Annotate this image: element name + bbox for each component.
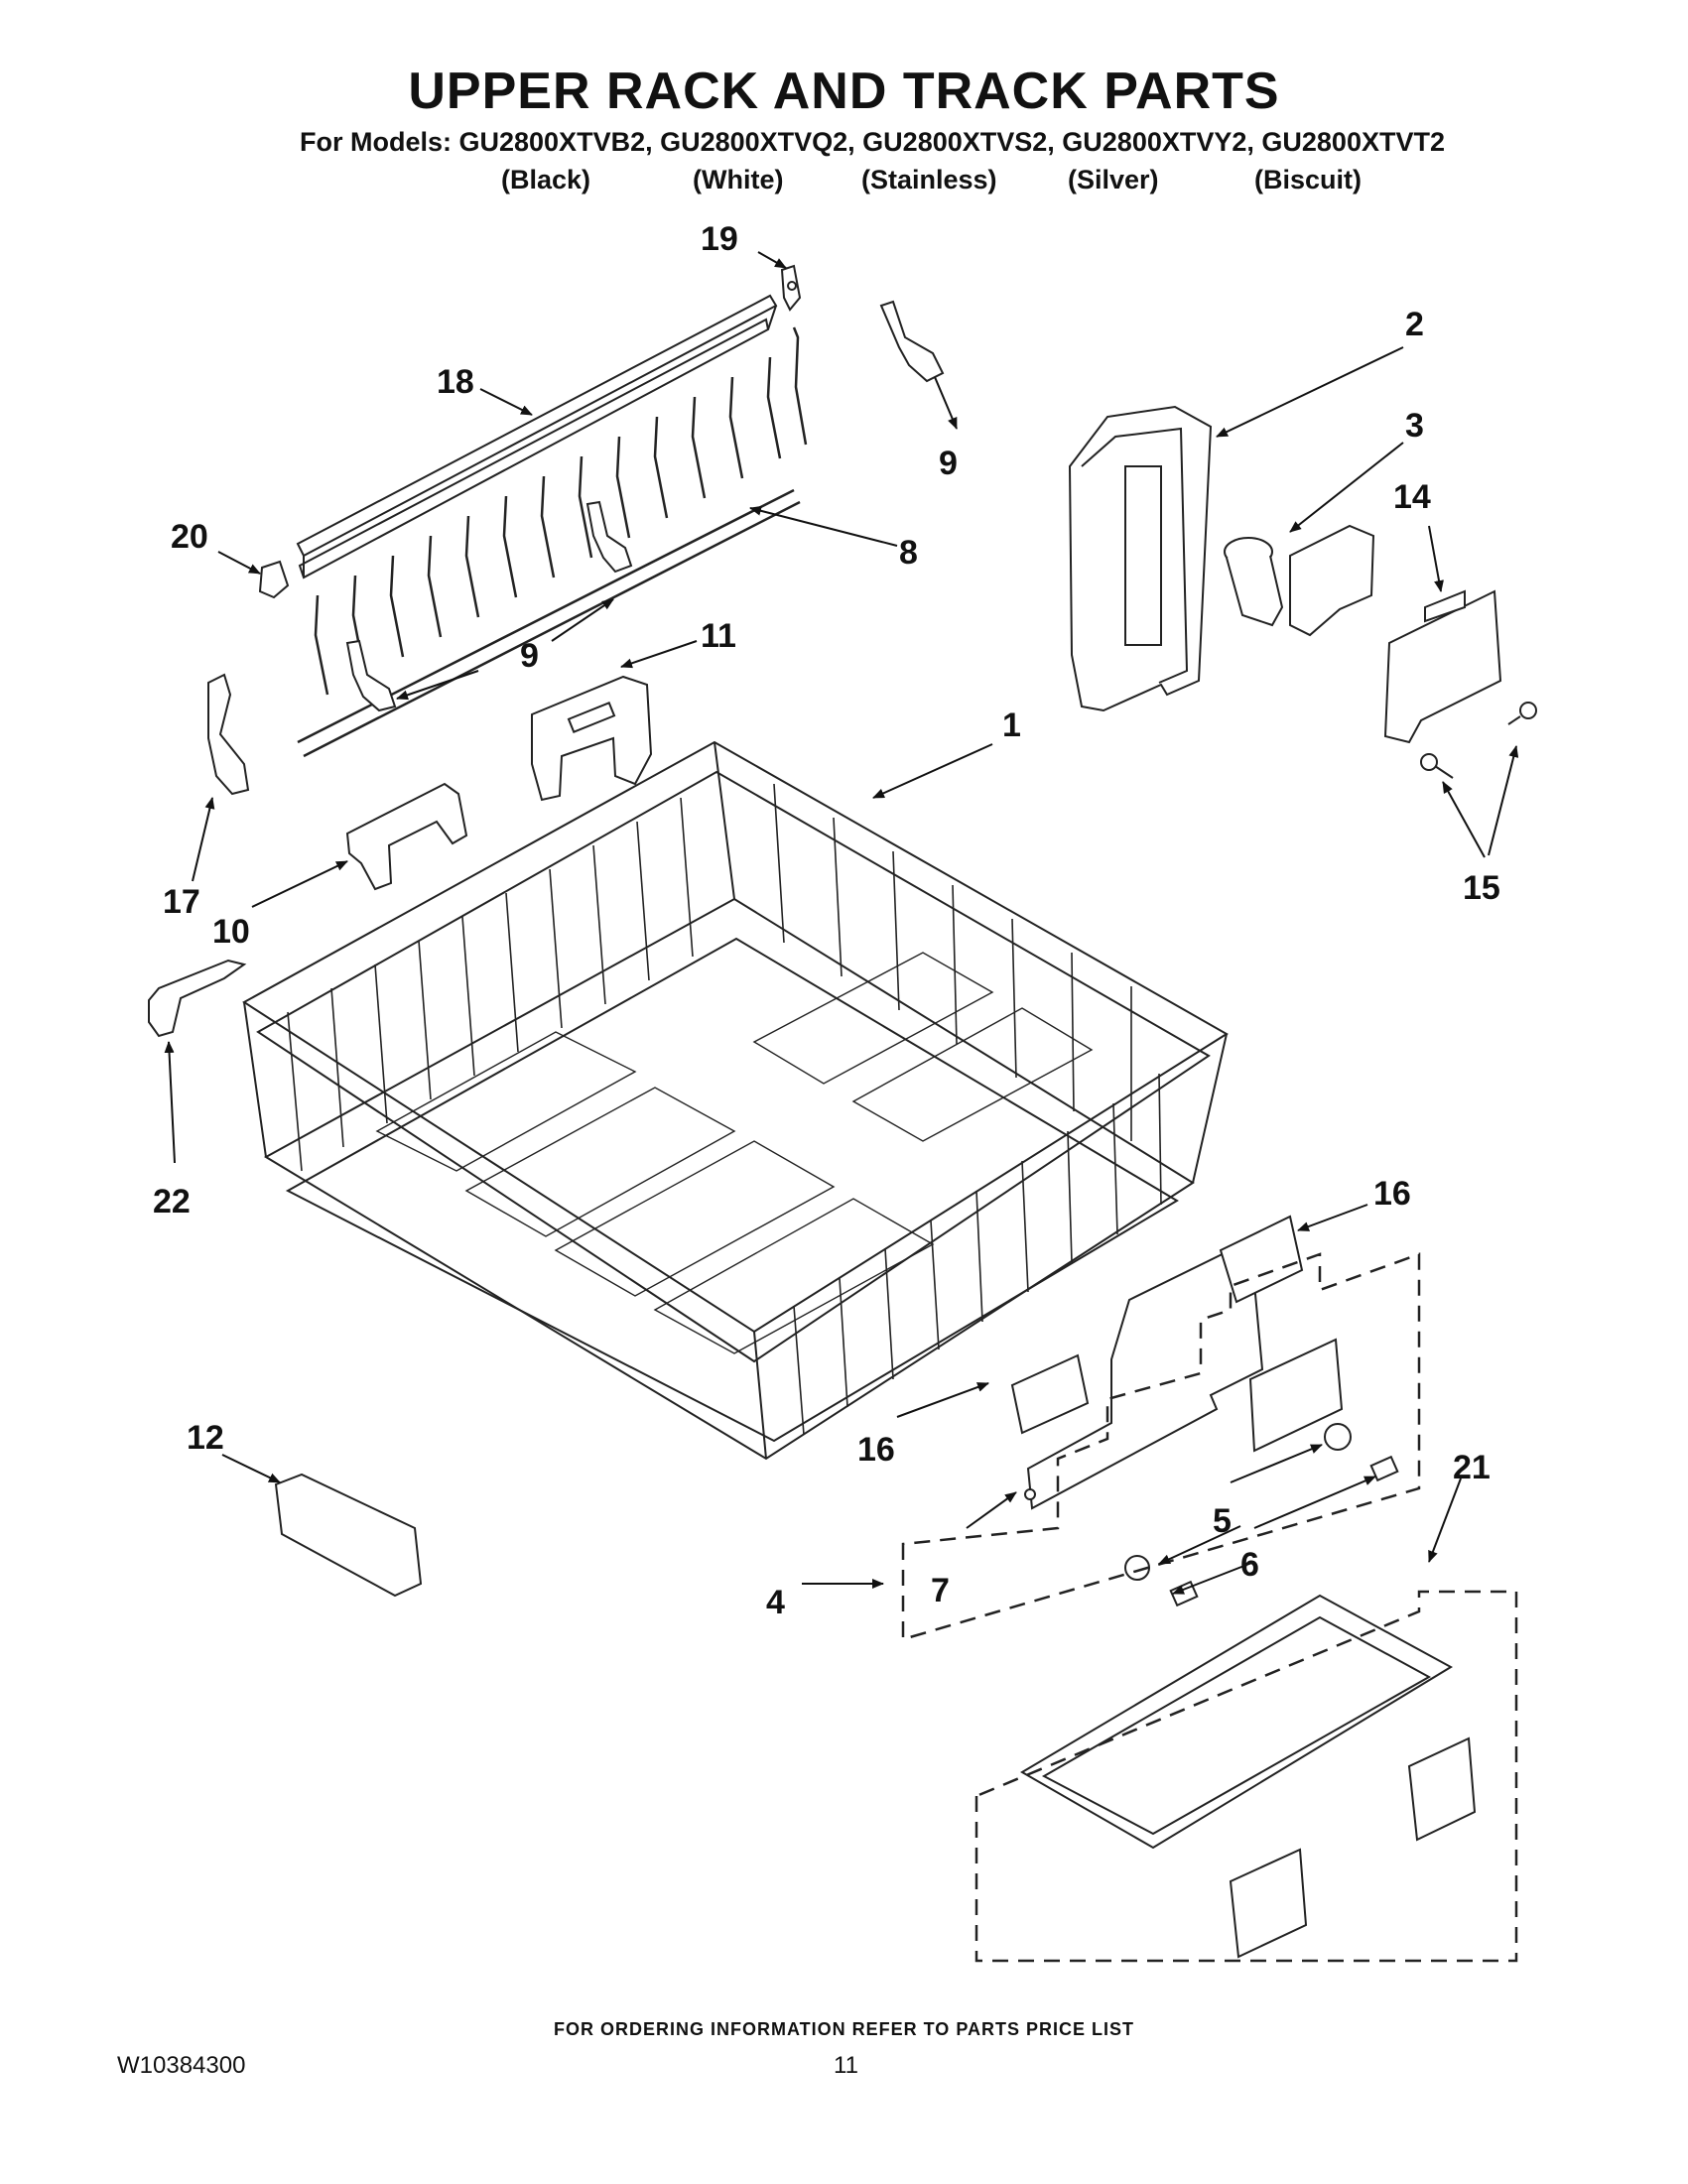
color-label-stainless: (Stainless) — [861, 165, 997, 194]
callout-4: 4 — [766, 1584, 785, 1621]
callout-7: 7 — [931, 1572, 950, 1609]
callout-14: 14 — [1393, 478, 1431, 516]
callout-3: 3 — [1405, 407, 1424, 445]
document-number: W10384300 — [117, 2052, 246, 2079]
clip-part-22 — [148, 959, 247, 1038]
model-colors-row: (Black) (White) (Stainless) (Silver) (Bi… — [0, 165, 1688, 198]
callout-17: 17 — [163, 883, 200, 921]
side-housing-part — [1068, 405, 1213, 712]
group-outline — [901, 1252, 1518, 1963]
tine-clip-part — [345, 300, 945, 712]
callout-21: 21 — [1453, 1449, 1491, 1486]
color-label-black: (Black) — [501, 165, 591, 194]
callout-1: 1 — [1002, 707, 1021, 744]
callout-12: 12 — [187, 1419, 224, 1457]
page-number: 11 — [834, 2052, 858, 2079]
callout-18: 18 — [437, 363, 474, 401]
callout-2: 2 — [1405, 306, 1424, 343]
cover-part — [1383, 589, 1502, 744]
callout-16-lower: 16 — [857, 1431, 895, 1469]
tine-row-bar-part — [296, 294, 808, 758]
callout-20: 20 — [171, 518, 208, 556]
callout-19: 19 — [701, 220, 738, 258]
track-clip-part — [1010, 1215, 1304, 1435]
end-clip-part — [780, 264, 802, 312]
callout-9-upper: 9 — [939, 445, 958, 482]
models-line: For Models: GU2800XTVB2, GU2800XTVQ2, GU… — [300, 127, 1445, 157]
ordering-note: FOR ORDERING INFORMATION REFER TO PARTS … — [553, 2019, 1134, 2039]
adjuster-part-11 — [531, 675, 653, 802]
end-cap-part — [258, 560, 290, 599]
callout-5: 5 — [1213, 1502, 1232, 1540]
callout-6: 6 — [1240, 1546, 1259, 1584]
color-label-white: (White) — [693, 165, 784, 194]
bearing-part — [1224, 524, 1375, 637]
callout-16-upper: 16 — [1373, 1175, 1411, 1213]
adjuster-part-10 — [345, 782, 468, 891]
clip-part-17 — [207, 673, 250, 796]
callout-22: 22 — [153, 1183, 191, 1220]
callout-9-mid: 9 — [520, 637, 539, 675]
color-label-biscuit: (Biscuit) — [1254, 165, 1362, 194]
callout-15: 15 — [1463, 869, 1500, 907]
callout-8: 8 — [899, 534, 918, 572]
callout-leader-lines — [164, 251, 1519, 1595]
rail-end-part — [274, 1473, 423, 1598]
track-assembly-part — [1024, 1238, 1399, 1607]
screw-part — [1420, 702, 1537, 779]
callout-11: 11 — [701, 617, 736, 655]
tray-part — [1020, 1594, 1477, 1959]
callout-10: 10 — [212, 913, 250, 951]
page-title: UPPER RACK AND TRACK PARTS — [408, 63, 1280, 120]
color-label-silver: (Silver) — [1068, 165, 1159, 194]
callout-labels: 19 18 9 2 3 14 20 8 9 11 1 15 17 10 22 1… — [153, 220, 1500, 1621]
upper-rack-basket-part — [242, 740, 1229, 1461]
